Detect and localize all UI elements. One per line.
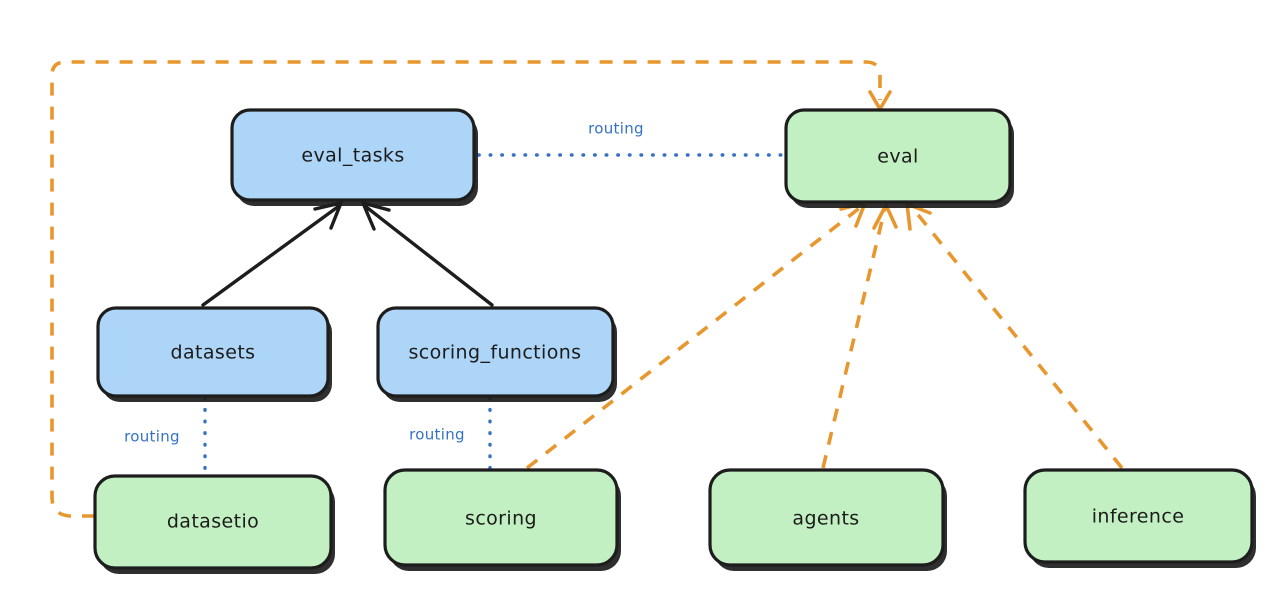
node-scoring_functions-label: scoring_functions	[409, 342, 582, 364]
node-eval_tasks-body	[230, 108, 476, 202]
node-datasetio-label: datasetio	[167, 511, 259, 533]
node-datasets-label: datasets	[171, 342, 256, 364]
edge-label-routing-scoring: routing	[409, 426, 465, 444]
node-datasets[interactable]: datasets	[96, 306, 332, 402]
node-eval_tasks[interactable]: eval_tasks	[230, 108, 478, 206]
edge-scoring_functions-scoring: routing	[409, 396, 492, 472]
node-scoring_functions-body	[376, 306, 615, 398]
node-scoring_functions[interactable]: scoring_functions	[376, 306, 617, 402]
edge-eval_tasks-eval: routing	[465, 120, 788, 157]
node-eval-label: eval	[877, 146, 918, 168]
edge-scoring_functions-eval_tasks	[360, 200, 494, 307]
node-inference-body	[1023, 468, 1254, 564]
node-datasetio-body	[93, 474, 333, 570]
node-eval-body	[784, 108, 1012, 204]
edge-label-routing-datasetio: routing	[124, 428, 180, 446]
node-datasetio[interactable]: datasetio	[93, 474, 335, 574]
node-eval[interactable]: eval	[784, 108, 1014, 208]
node-agents[interactable]: agents	[708, 468, 947, 571]
edge-label-routing-eval: routing	[588, 120, 644, 138]
edge-agents-eval	[821, 200, 898, 469]
edge-datasets-datasetio: routing	[124, 396, 207, 478]
node-agents-body	[708, 468, 945, 567]
edge-inference-eval	[904, 201, 1124, 470]
edge-datasets-eval_tasks	[201, 200, 344, 307]
node-scoring-label: scoring	[465, 508, 537, 530]
node-agents-label: agents	[792, 508, 859, 530]
node-datasets-body	[96, 306, 330, 398]
node-scoring-body	[383, 468, 619, 567]
node-inference-label: inference	[1092, 506, 1185, 528]
node-scoring[interactable]: scoring	[383, 468, 621, 571]
node-eval_tasks-label: eval_tasks	[301, 145, 404, 167]
node-inference[interactable]: inference	[1023, 468, 1256, 568]
